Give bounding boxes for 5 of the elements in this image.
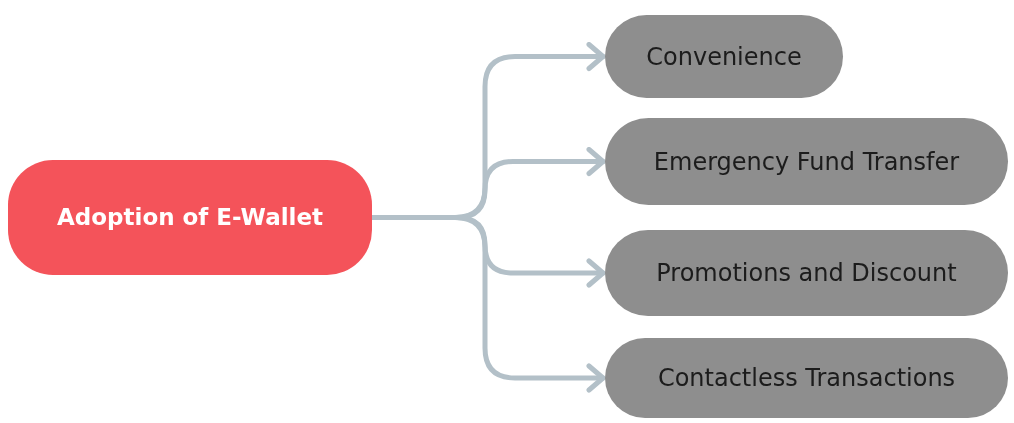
topic-pill: Adoption of E-Wallet [8, 160, 372, 275]
subtopic-pill: Contactless Transactions [605, 338, 1008, 418]
subtopic-pill: Promotions and Discount [605, 230, 1008, 316]
subtopic-pill: Emergency Fund Transfer [605, 118, 1008, 205]
subtopic-pill: Convenience [605, 15, 843, 98]
